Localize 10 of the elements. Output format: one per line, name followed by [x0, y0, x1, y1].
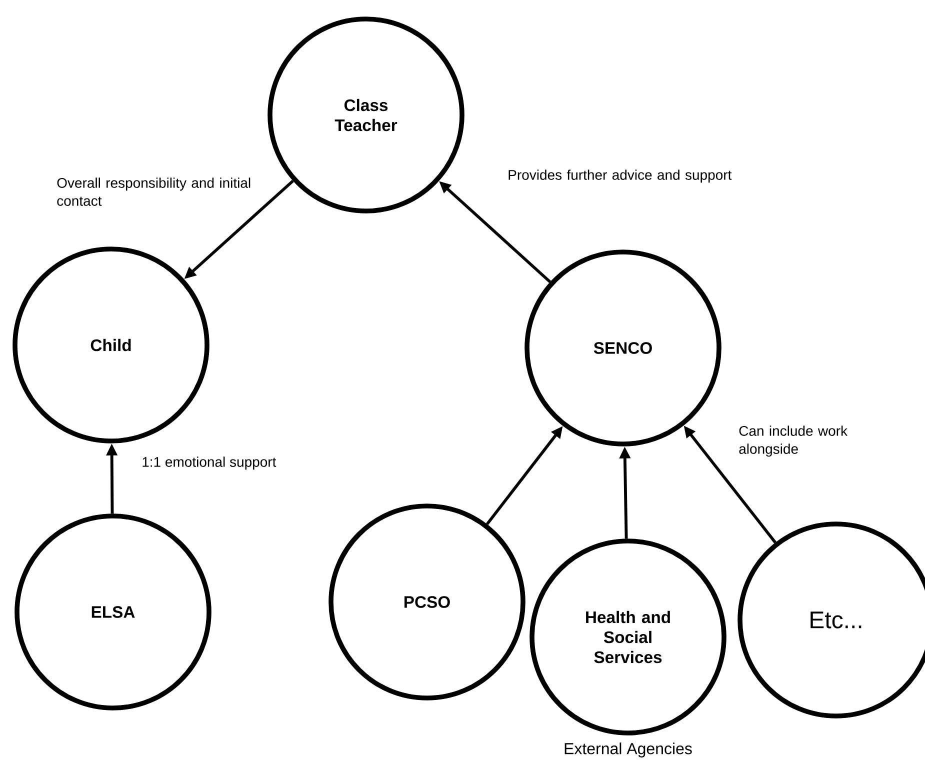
- circle-node: ELSA: [14, 514, 212, 710]
- edge-label: Provides further advice and support: [508, 170, 732, 183]
- edge-label: Overall responsibility and initial contact: [57, 178, 250, 206]
- edge-label: 1:1 emotional support: [142, 456, 276, 470]
- circle-node: Child: [12, 246, 210, 444]
- circle-node: Class Teacher: [268, 16, 464, 214]
- edge-label: Can include work alongside: [739, 426, 848, 457]
- circle-node: SENCO: [524, 250, 722, 446]
- circle-node: Health and Social Services: [530, 538, 726, 736]
- circle-node: PCSO: [328, 504, 526, 700]
